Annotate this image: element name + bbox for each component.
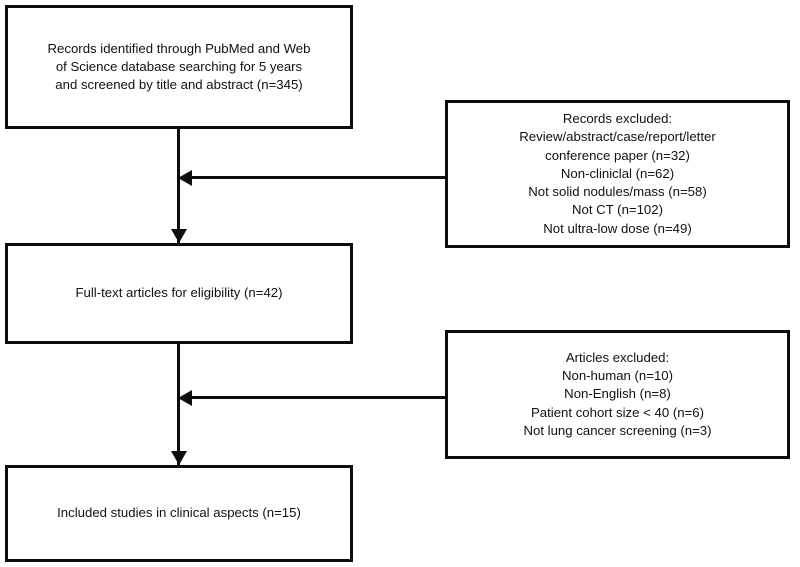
arrow-left-icon bbox=[178, 389, 192, 406]
connector-excluded-articles-line bbox=[186, 396, 445, 399]
arrow-left-icon bbox=[178, 169, 192, 186]
box-full-text-articles: Full-text articles for eligibility (n=42… bbox=[5, 243, 353, 344]
box-included-studies: Included studies in clinical aspects (n=… bbox=[5, 465, 353, 562]
connector-identified-to-fulltext-line bbox=[177, 129, 180, 243]
connector-excluded-records-line bbox=[186, 176, 445, 179]
box-records-identified: Records identified through PubMed and We… bbox=[5, 5, 353, 129]
arrow-down-icon bbox=[170, 451, 187, 465]
arrow-down-icon bbox=[170, 229, 187, 243]
box-articles-excluded: Articles excluded: Non-human (n=10) Non-… bbox=[445, 330, 790, 459]
box-records-excluded: Records excluded: Review/abstract/case/r… bbox=[445, 100, 790, 248]
